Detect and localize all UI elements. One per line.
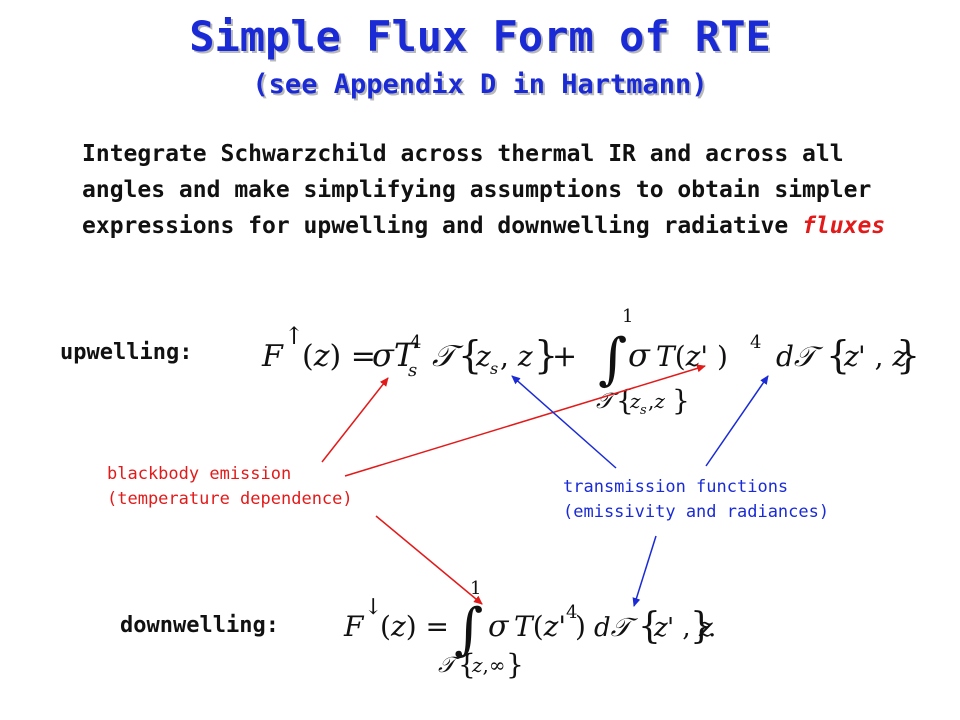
- arrow-blackbody-to-downwelling-integrand: [375, 515, 483, 605]
- arrow-transmission-to-surface-term: [511, 375, 617, 469]
- arrow-blackbody-to-upwelling-integrand: [344, 364, 706, 477]
- svg-text:}: }: [896, 333, 920, 377]
- svg-text:σ: σ: [488, 609, 510, 644]
- svg-text:↓: ↓: [364, 595, 382, 620]
- svg-text:z: z: [475, 340, 491, 373]
- svg-text:1: 1: [470, 578, 481, 599]
- transmission-annotation-line1: transmission functions: [563, 477, 789, 497]
- downwelling-equation: F ↓ (z) = 1 ∫ σ T(z' ) 4 d𝒯 { z ' , z } …: [343, 578, 716, 681]
- transmission-annotation-line2: (emissivity and radiances): [563, 502, 830, 522]
- svg-text:}: }: [690, 606, 713, 647]
- intro-highlight: fluxes: [802, 213, 886, 239]
- svg-text:T(z' ): T(z' ): [514, 610, 586, 643]
- arrow-blackbody-to-sigma-ts: [321, 377, 389, 463]
- slide-subtitle: (see Appendix D in Hartmann): [252, 69, 708, 100]
- arrow-transmission-to-downwelling-dT: [632, 535, 657, 607]
- svg-text:σT: σT: [372, 336, 418, 374]
- svg-text:{: {: [638, 606, 661, 647]
- svg-text:' , z: ' , z: [667, 613, 713, 643]
- svg-text:{: {: [458, 648, 476, 681]
- arrow-transmission-to-upwelling-dT: [705, 375, 769, 467]
- svg-text:' , z: ' , z: [858, 340, 907, 373]
- svg-text:, z: , z: [500, 340, 533, 373]
- intro-paragraph: Integrate Schwarzchild across thermal IR…: [82, 136, 922, 244]
- svg-text:{: {: [826, 333, 850, 377]
- svg-text:z: z: [629, 389, 641, 413]
- svg-text:(z) =: (z) =: [380, 610, 449, 643]
- svg-text:{: {: [458, 333, 482, 377]
- svg-text:1: 1: [622, 306, 633, 327]
- svg-text:z,∞: z,∞: [471, 653, 506, 677]
- svg-text:,z: ,z: [648, 389, 665, 413]
- svg-text:z: z: [843, 340, 859, 373]
- svg-text:∫: ∫: [454, 597, 483, 662]
- svg-text:.: .: [708, 613, 716, 643]
- svg-text:s: s: [490, 359, 498, 378]
- slide-title: Simple Flux Form of RTE: [189, 12, 771, 61]
- svg-text:↑: ↑: [284, 322, 304, 350]
- intro-text: Integrate Schwarzchild across thermal IR…: [82, 141, 872, 239]
- svg-text:}: }: [506, 648, 524, 681]
- blackbody-annotation-line1: blackbody emission: [107, 464, 292, 484]
- svg-text:F: F: [343, 610, 365, 643]
- svg-text:σ: σ: [628, 336, 651, 374]
- svg-text:(z) =: (z) =: [302, 339, 376, 374]
- svg-text:}: }: [534, 333, 558, 377]
- svg-text:d𝒯: d𝒯: [776, 340, 824, 373]
- downwelling-label: downwelling:: [120, 613, 279, 638]
- svg-text:}: }: [672, 384, 690, 417]
- blackbody-annotation-line2: (temperature dependence): [107, 489, 353, 509]
- svg-text:z: z: [653, 613, 668, 643]
- svg-text:+: +: [552, 339, 577, 374]
- svg-text:F: F: [261, 339, 284, 374]
- upwelling-equation: F ↑ (z) = σT s 4 𝒯 { z s , z } + 1 ∫ σ T…: [261, 306, 920, 418]
- svg-text:∫: ∫: [598, 327, 627, 392]
- svg-text:s: s: [408, 360, 417, 381]
- svg-text:s: s: [640, 403, 647, 418]
- upwelling-label: upwelling:: [60, 340, 193, 365]
- svg-text:d𝒯: d𝒯: [594, 613, 639, 643]
- svg-text:4: 4: [750, 332, 761, 353]
- blackbody-annotation: blackbody emission (temperature dependen…: [107, 462, 353, 512]
- svg-text:T(z' ): T(z' ): [656, 340, 728, 373]
- svg-text:4: 4: [566, 602, 577, 623]
- svg-text:4: 4: [410, 332, 421, 353]
- transmission-annotation: transmission functions (emissivity and r…: [563, 475, 829, 525]
